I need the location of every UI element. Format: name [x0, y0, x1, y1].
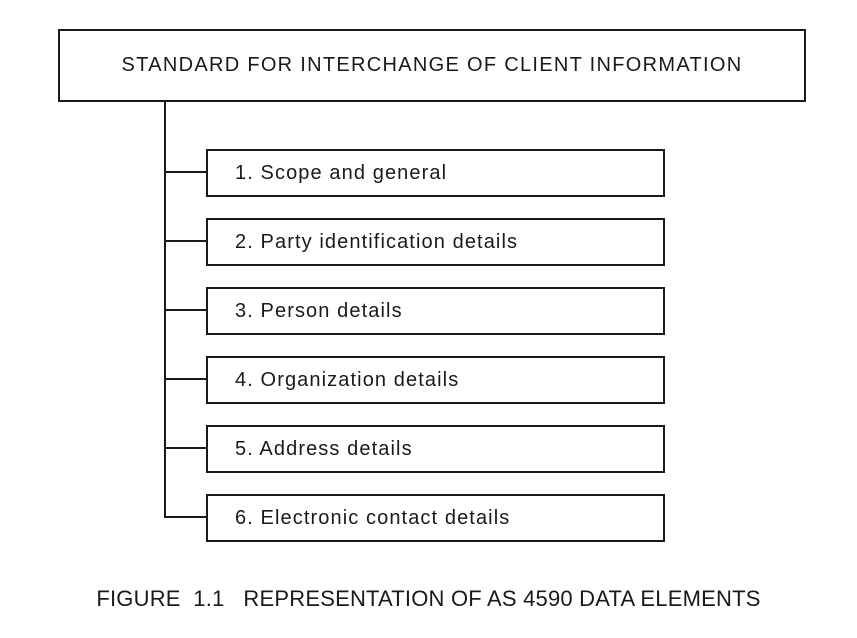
- branch-line-5: [164, 447, 207, 449]
- branch-line-1: [164, 171, 207, 173]
- figure-caption: FIGURE 1.1 REPRESENTATION OF AS 4590 DAT…: [96, 586, 761, 611]
- item-label-1: 1. Scope and general: [235, 161, 448, 184]
- branch-line-2: [164, 240, 207, 242]
- item-box-6: 6. Electronic contact details: [206, 494, 665, 542]
- root-box: STANDARD FOR INTERCHANGE OF CLIENT INFOR…: [58, 29, 806, 102]
- item-label-6: 6. Electronic contact details: [235, 506, 511, 529]
- item-box-2: 2. Party identification details: [206, 218, 665, 266]
- item-label-3: 3. Person details: [235, 299, 403, 322]
- item-box-5: 5. Address details: [206, 425, 665, 473]
- item-box-4: 4. Organization details: [206, 356, 665, 404]
- root-label: STANDARD FOR INTERCHANGE OF CLIENT INFOR…: [121, 54, 743, 76]
- item-box-1: 1. Scope and general: [206, 149, 665, 197]
- branch-line-6: [164, 516, 207, 518]
- item-label-5: 5. Address details: [235, 437, 413, 460]
- item-label-2: 2. Party identification details: [235, 230, 519, 253]
- item-box-3: 3. Person details: [206, 287, 665, 335]
- branch-line-3: [164, 309, 207, 311]
- item-label-4: 4. Organization details: [235, 368, 460, 391]
- branch-line-4: [164, 378, 207, 380]
